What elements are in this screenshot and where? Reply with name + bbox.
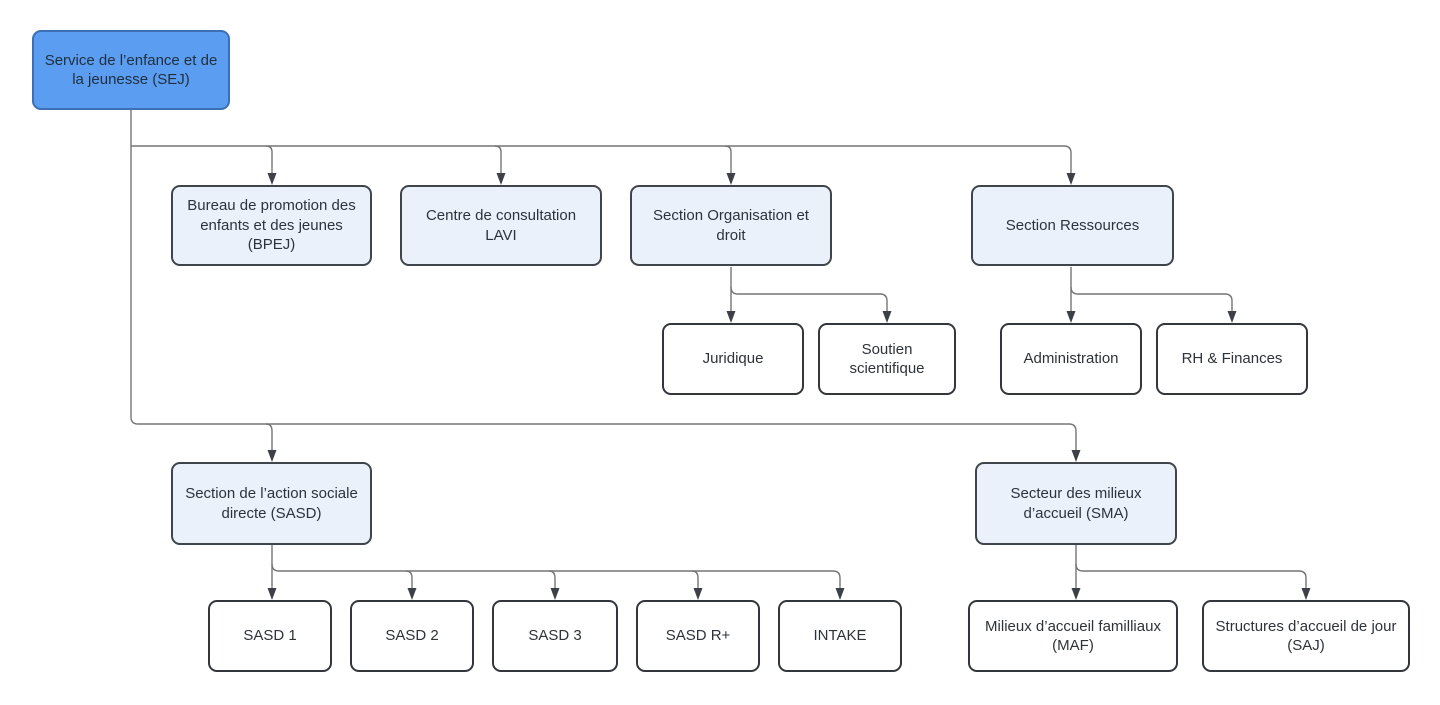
connector-drop-sasdrplus — [691, 570, 699, 589]
org-node-juridique-label: Juridique — [702, 350, 764, 368]
org-node-rh-finances-label: RH & Finances — [1181, 350, 1283, 368]
org-node-sma-label: Secteur des milieux d’accueil (SMA) — [1010, 485, 1142, 522]
org-node-lavi[interactable]: Centre de consultation LAVI — [400, 185, 602, 266]
org-node-bpej[interactable]: Bureau de promotion des enfants et des j… — [171, 185, 372, 266]
arrowhead-ressources — [1066, 173, 1076, 185]
org-node-soutien-scientifique[interactable]: Soutien scientifique — [818, 323, 956, 395]
connector-sej-trunk — [130, 110, 1077, 451]
org-node-intake[interactable]: INTAKE — [778, 600, 902, 672]
org-node-sasd-rplus-label: SASD R+ — [665, 627, 731, 645]
connector-drop-sasd3 — [548, 570, 556, 589]
org-node-juridique[interactable]: Juridique — [662, 323, 804, 395]
org-node-lavi-label: Centre de consultation LAVI — [425, 207, 577, 244]
org-node-sasd1-label: SASD 1 — [243, 627, 297, 645]
org-node-maf-label: Milieux d’accueil familliaux (MAF) — [985, 617, 1161, 655]
org-node-maf[interactable]: Milieux d’accueil familliaux (MAF) — [968, 600, 1178, 672]
arrowhead-sasd2 — [407, 588, 417, 600]
org-node-sej[interactable]: Service de l’enfance et de la jeunesse (… — [32, 30, 230, 110]
arrowhead-saj — [1301, 588, 1311, 600]
org-node-saj[interactable]: Structures d’accueil de jour (SAJ) — [1202, 600, 1410, 672]
arrowhead-rhfinances — [1227, 311, 1237, 323]
org-node-sasd3[interactable]: SASD 3 — [492, 600, 618, 672]
arrowhead-soutien — [882, 311, 892, 323]
org-node-ressources-label: Section Ressources — [1005, 216, 1140, 234]
org-node-administration[interactable]: Administration — [1000, 323, 1142, 395]
connector-drop-lavi — [494, 145, 502, 174]
org-node-bpej-label: Bureau de promotion des enfants et des j… — [187, 197, 356, 254]
connector-drop-bpej — [265, 145, 273, 174]
arrowhead-sasd — [267, 450, 277, 462]
arrowhead-bpej — [267, 173, 277, 185]
arrowhead-sasd3 — [550, 588, 560, 600]
connector-sasd-row — [271, 563, 841, 589]
org-node-sej-label: Service de l’enfance et de la jeunesse (… — [44, 51, 218, 89]
org-node-sma[interactable]: Secteur des milieux d’accueil (SMA) — [975, 462, 1177, 545]
org-node-administration-label: Administration — [1023, 350, 1119, 368]
org-node-sasd2[interactable]: SASD 2 — [350, 600, 474, 672]
connector-drop-sasd2 — [405, 570, 413, 589]
connector-sej-row1 — [131, 145, 1072, 174]
org-node-rh-finances[interactable]: RH & Finances — [1156, 323, 1308, 395]
connector-orgdroit-soutien — [730, 286, 888, 312]
org-node-saj-label: Structures d’accueil de jour (SAJ) — [1215, 617, 1397, 655]
connector-ressources-rhfinances — [1070, 286, 1233, 312]
org-node-sasd-label: Section de l’action sociale directe (SAS… — [185, 485, 358, 522]
org-node-sasd2-label: SASD 2 — [385, 627, 439, 645]
org-node-ressources[interactable]: Section Ressources — [971, 185, 1174, 266]
connector-drop-orgdroit — [724, 145, 732, 174]
org-node-sasd[interactable]: Section de l’action sociale directe (SAS… — [171, 462, 372, 545]
arrowhead-sasdrplus — [693, 588, 703, 600]
arrowhead-maf — [1071, 588, 1081, 600]
connector-drop-sasd — [265, 423, 273, 451]
connector-sma-row — [1075, 563, 1307, 589]
arrowhead-sasd1 — [267, 588, 277, 600]
arrowhead-juridique — [726, 311, 736, 323]
arrowhead-lavi — [496, 173, 506, 185]
org-node-sasd-rplus[interactable]: SASD R+ — [636, 600, 760, 672]
org-node-sasd3-label: SASD 3 — [528, 627, 582, 645]
arrowhead-sma — [1071, 450, 1081, 462]
org-node-sasd1[interactable]: SASD 1 — [208, 600, 332, 672]
org-node-organisation-droit-label: Section Organisation et droit — [653, 207, 809, 244]
org-node-soutien-scientifique-label: Soutien scientifique — [849, 340, 925, 378]
arrowhead-orgdroit — [726, 173, 736, 185]
arrowhead-intake — [835, 588, 845, 600]
org-node-organisation-droit[interactable]: Section Organisation et droit — [630, 185, 832, 266]
arrowhead-administration — [1066, 311, 1076, 323]
org-node-intake-label: INTAKE — [813, 627, 867, 645]
